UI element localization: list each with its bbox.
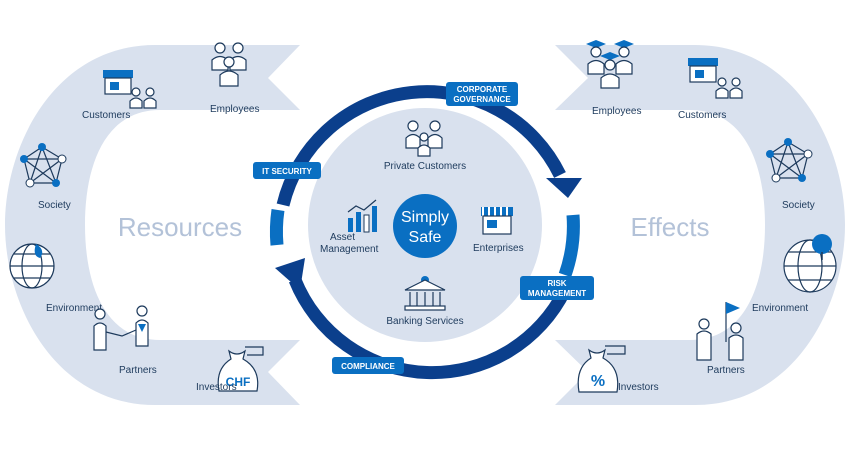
safe-text: Safe — [409, 229, 442, 246]
globe-icon — [9, 243, 55, 289]
tag-risk-management: RISK MANAGEMENT — [520, 276, 594, 300]
effects-investors-label: Investors — [618, 382, 659, 393]
effects-society-label: Society — [782, 200, 815, 211]
effects-customers-family-icon — [715, 77, 743, 99]
asset-label-line1: Asset — [330, 232, 355, 243]
ring-arc-left — [269, 209, 285, 246]
effects-customers-shop-icon — [688, 58, 718, 83]
ring-arc-bottom — [288, 277, 571, 380]
effects-partners-label: Partners — [707, 365, 745, 376]
effects-network-icon — [766, 138, 813, 183]
resources-employees-label: Employees — [210, 104, 259, 115]
ring-arrow-head-right — [546, 178, 582, 198]
ring-arrow-head-left — [275, 258, 305, 290]
simply-text: Simply — [401, 209, 449, 226]
resources-band — [5, 45, 300, 405]
money-bag-icon: CHF — [217, 346, 264, 392]
resources-environment-label: Environment — [46, 303, 102, 314]
resources-title: Resources — [118, 212, 242, 242]
ring-arc-right — [558, 214, 580, 278]
employees-icon — [211, 42, 247, 87]
tree-globe-icon — [783, 234, 837, 293]
tag-corporate-governance: CORPORATE GOVERNANCE — [446, 82, 518, 106]
private-customers-label: Private Customers — [384, 161, 466, 172]
effects-employees-label: Employees — [592, 106, 641, 117]
tag-corporate-line1: CORPORATE — [457, 85, 508, 94]
effects-environment-label: Environment — [752, 303, 808, 314]
percent-text: % — [591, 373, 605, 390]
tag-corporate-line2: GOVERNANCE — [453, 95, 511, 104]
graduates-icon — [586, 40, 634, 89]
network-icon — [20, 143, 67, 188]
effects-band — [555, 45, 845, 405]
effects-title: Effects — [630, 212, 709, 242]
effects-customers-label: Customers — [678, 110, 726, 121]
bank-icon — [404, 276, 446, 311]
tag-risk-line1: RISK — [547, 279, 566, 288]
chart-icon — [347, 199, 377, 233]
customers-family-icon — [129, 87, 157, 109]
handshake-icon — [93, 305, 149, 351]
banking-services-label: Banking Services — [386, 316, 463, 327]
percent-bag-icon: % — [577, 345, 626, 393]
asset-label-line2: Management — [320, 244, 379, 255]
resources-partners-label: Partners — [119, 365, 157, 376]
tag-compliance-text: COMPLIANCE — [341, 362, 395, 371]
shop-icon — [481, 207, 513, 235]
family-icon — [405, 120, 443, 157]
chf-text: CHF — [226, 375, 251, 389]
resources-society-label: Society — [38, 200, 71, 211]
tag-it-security: IT SECURITY — [253, 162, 321, 179]
customers-shop-icon — [103, 70, 133, 95]
ring-arc-top — [276, 85, 566, 207]
tag-it-security-text: IT SECURITY — [262, 167, 312, 176]
flag-team-icon — [696, 302, 744, 361]
resources-investors-label: Investors — [196, 382, 237, 393]
simply-safe-circle — [393, 194, 457, 258]
enterprises-label: Enterprises — [473, 243, 524, 254]
resources-customers-label: Customers — [82, 110, 130, 121]
tag-compliance: COMPLIANCE — [332, 357, 404, 374]
tag-risk-line2: MANAGEMENT — [528, 289, 586, 298]
